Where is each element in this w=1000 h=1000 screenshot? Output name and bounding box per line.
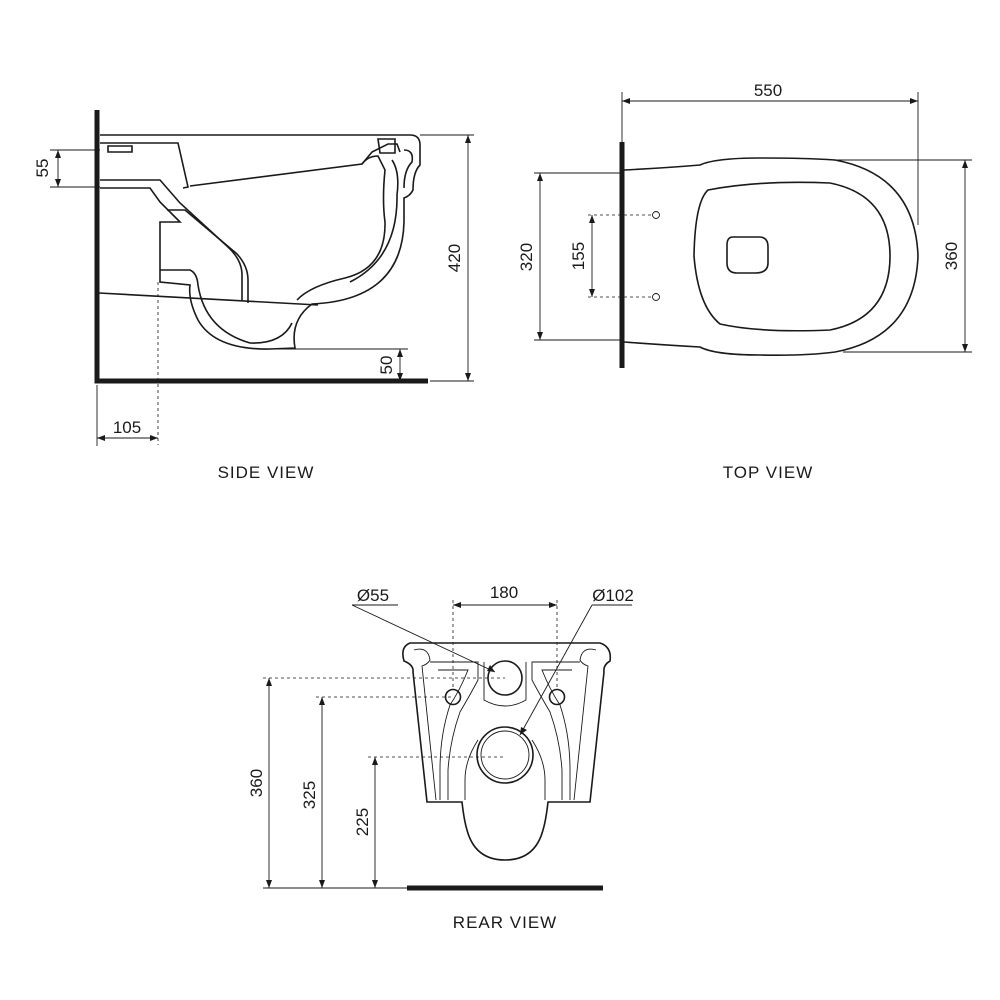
dim-total-height: 420 <box>445 244 464 272</box>
side-wall-line <box>94 110 428 384</box>
top-bowl-inner-rim <box>693 181 891 332</box>
dim-outlet-height: 225 <box>353 808 372 836</box>
rear-bolt-hole-right <box>548 688 566 706</box>
dim-fixing-spacing: 155 <box>569 242 588 270</box>
rear-bolt-hole-left <box>444 688 462 706</box>
dim-bolt-height: 325 <box>300 781 319 809</box>
dim-fixing-height: 320 <box>517 243 536 271</box>
top-bowl-outline <box>623 157 919 356</box>
dim-inlet-height: 360 <box>247 769 266 797</box>
top-view: 550 320 155 360 TOP VIEW <box>517 81 972 482</box>
top-fixing-bolt-upper <box>652 211 660 219</box>
rear-view-title: REAR VIEW <box>453 913 557 932</box>
rear-outlet-hole-inner <box>480 730 530 780</box>
dim-wall-offset: 105 <box>113 418 141 437</box>
dim-rim-depth: 55 <box>33 159 52 178</box>
top-seat-opening <box>726 236 769 274</box>
rear-inlet-leader <box>351 604 496 673</box>
rear-bowl-outline <box>402 642 612 861</box>
side-bowl-outline <box>100 134 421 350</box>
top-fixing-bolt-lower <box>652 293 660 301</box>
rear-view: Ø55 180 Ø102 360 325 225 REAR VIEW <box>247 583 634 932</box>
top-view-title: TOP VIEW <box>723 463 814 482</box>
dim-bolt-spacing: 180 <box>490 583 518 602</box>
dim-length: 550 <box>754 81 782 100</box>
side-view: 55 420 50 105 SIDE VIEW <box>33 110 474 482</box>
dim-inlet-diameter: Ø55 <box>357 586 389 605</box>
side-reference-line <box>98 292 319 306</box>
dim-width: 360 <box>942 242 961 270</box>
dim-floor-clearance: 50 <box>377 356 396 375</box>
rear-outlet-hole-outer <box>476 726 534 784</box>
dim-outlet-diameter: Ø102 <box>592 586 634 605</box>
side-view-title: SIDE VIEW <box>218 463 315 482</box>
